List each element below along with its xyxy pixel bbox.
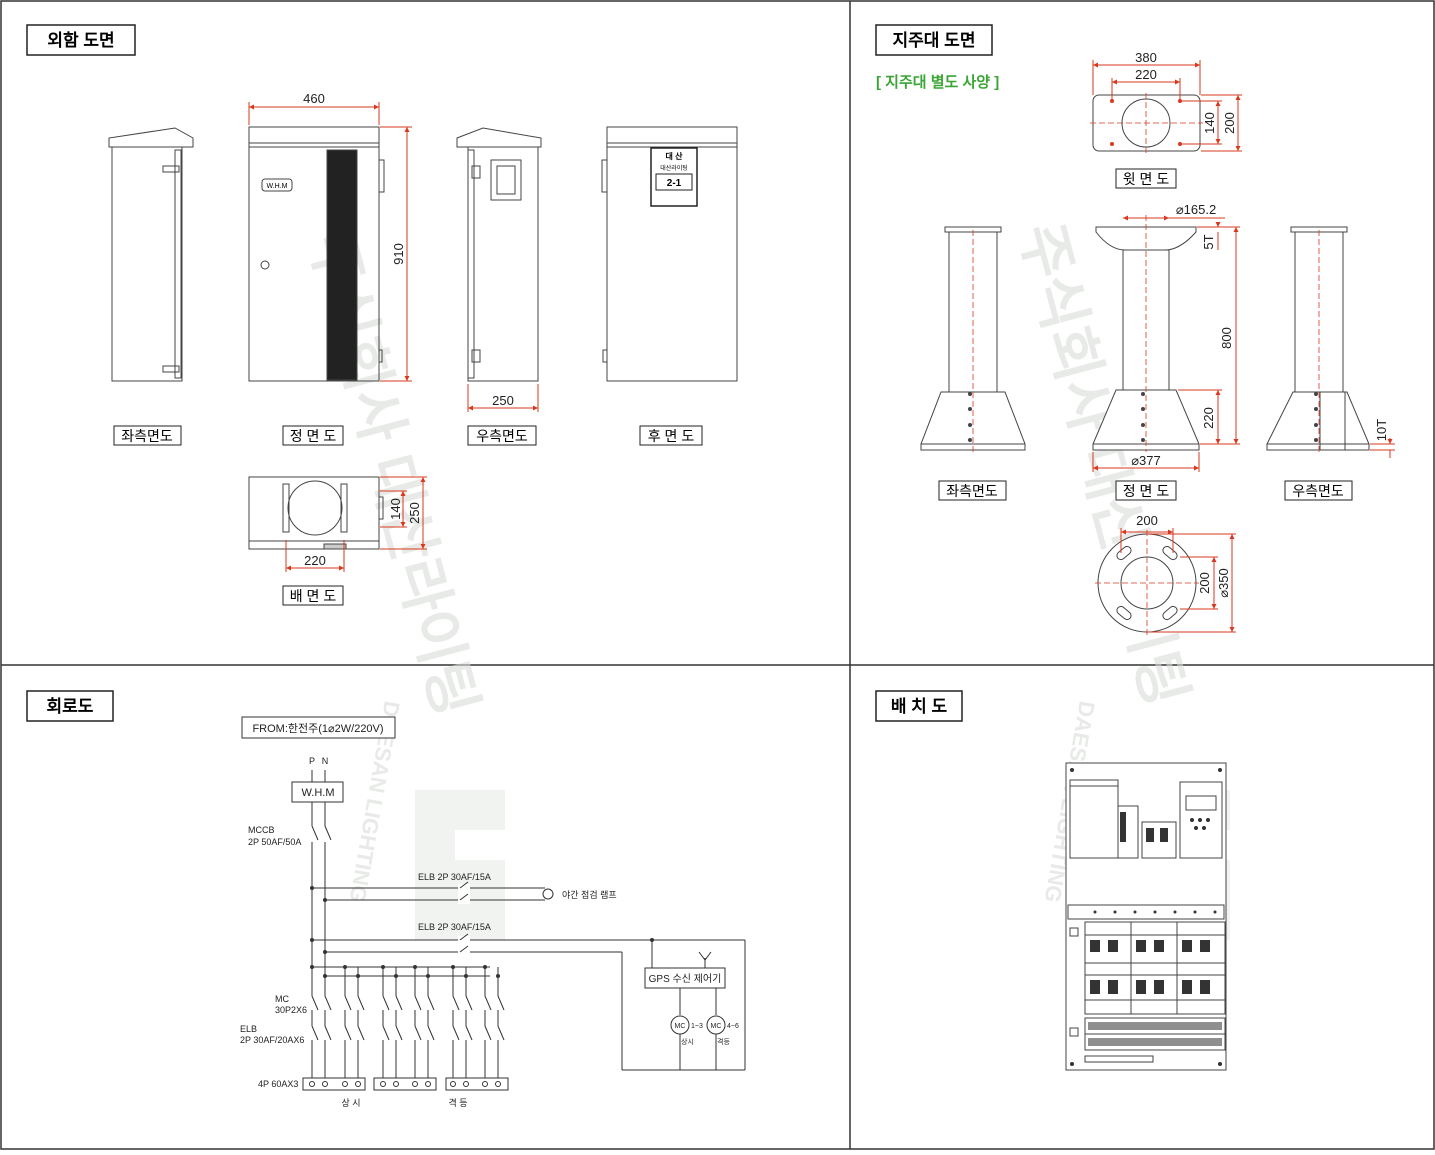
exterior-left-view — [108, 127, 194, 382]
dim-dia-top: ⌀165.2 — [1176, 202, 1216, 217]
label-pole-left: 좌측면도 — [946, 483, 998, 499]
dim-plate-t: 5T — [1201, 234, 1216, 249]
circuit-mccb-1: MCCB — [248, 825, 275, 835]
pole-dim-text: 380 220 140 200 ⌀165.2 5T 800 220 ⌀377 1… — [1131, 50, 1389, 598]
circuit-whm: W.H.M — [302, 787, 335, 799]
pole-note: [ 지주대 별도 사양 ] — [876, 73, 999, 91]
dim-top-h2: 200 — [1222, 112, 1237, 134]
label-right-view: 우측면도 — [476, 428, 528, 444]
panel-titles: 외함 도면 지주대 도면 회로도 배 치 도 — [26, 24, 993, 722]
circuit-elb2: ELB 2P 30AF/15A — [418, 922, 491, 932]
dim-top-w1: 380 — [1135, 50, 1157, 65]
watermark-text-right: 주식회사 대산라이팅 — [1007, 217, 1198, 713]
circuit-mc1: MC — [675, 1023, 686, 1030]
circuit-breaker-gaps — [310, 996, 500, 1040]
circuit-mc-1: MC — [275, 994, 289, 1004]
circuit-lines — [241, 716, 746, 1091]
exterior-view-labels: 좌측면도 정 면 도 우측면도 후 면 도 배 면 도 — [113, 425, 703, 606]
pole-dims — [1092, 60, 1395, 633]
whm-label: W.H.M — [267, 183, 288, 190]
exterior-drawings — [108, 126, 738, 550]
pole-right-view — [1266, 226, 1370, 451]
label-rear-view: 후 면 도 — [648, 428, 695, 444]
pole-centerlines — [972, 93, 1320, 636]
watermark-text-left: 주식회사 대산라이팅 — [297, 227, 488, 723]
circuit-switches — [308, 825, 470, 956]
circuit-gps: GPS 수신 제어기 — [649, 973, 722, 985]
label-pole-front: 정 면 도 — [1123, 483, 1170, 499]
circuit-elb-2: 2P 30AF/20AX6 — [240, 1035, 304, 1045]
circuit-elb-1: ELB — [240, 1024, 257, 1034]
dim-base-h: 220 — [1201, 407, 1216, 429]
title-layout: 배 치 도 — [891, 697, 948, 716]
dim-base-t: 10T — [1374, 419, 1389, 441]
title-exterior: 외함 도면 — [47, 30, 114, 50]
exterior-dims — [248, 102, 539, 572]
plate-line1: 대 산 — [666, 151, 684, 161]
exterior-front-view — [248, 126, 385, 382]
circuit-elb1: ELB 2P 30AF/15A — [418, 872, 491, 882]
dim-height: 910 — [391, 243, 406, 265]
label-pole-top: 윗 면 도 — [1123, 171, 1170, 187]
circuit-mc2-sub: 격등 — [717, 1038, 730, 1046]
circuit-n: N — [322, 756, 329, 766]
circuit-mc2-range: 4~6 — [727, 1023, 739, 1030]
title-pole: 지주대 도면 — [893, 31, 976, 50]
layout-blocks — [1070, 768, 1222, 1066]
dim-bottom-h1: 140 — [388, 498, 403, 520]
dim-flange-w: 200 — [1136, 513, 1158, 528]
dim-flange-dia: ⌀350 — [1216, 568, 1231, 598]
dim-flange-h: 200 — [1197, 572, 1212, 594]
dim-width: 460 — [303, 91, 325, 106]
circuit-mc1-sub: 상시 — [681, 1037, 694, 1046]
circuit-dots — [310, 886, 654, 978]
circuit-from: FROM:한전주(1⌀2W/220V) — [252, 722, 383, 735]
label-front-view: 정 면 도 — [290, 428, 337, 444]
dim-bottom-h2: 250 — [407, 502, 422, 524]
pole-drawings — [920, 94, 1370, 633]
circuit-labels: FROM:한전주(1⌀2W/220V) P N W.H.M MCCB 2P 50… — [240, 722, 739, 1108]
circuit-mccb-2: 2P 50AF/50A — [248, 837, 301, 847]
plate-line3: 2-1 — [667, 178, 682, 189]
pole-bolts — [968, 392, 1318, 442]
circuit-breaker-blades — [311, 995, 505, 1041]
label-left-view: 좌측면도 — [121, 428, 173, 444]
dim-bottom-w: 220 — [304, 553, 326, 568]
watermark-logo-left — [415, 790, 505, 940]
exterior-bottom-view — [248, 476, 384, 550]
dim-base-dia: ⌀377 — [1131, 453, 1161, 468]
circuit-mc1-range: 1~3 — [691, 1023, 703, 1030]
circuit-p: P — [309, 756, 315, 766]
circuit-sangsi: 상 시 — [341, 1098, 360, 1108]
pole-view-labels: 윗 면 도 좌측면도 정 면 도 우측면도 — [938, 168, 1353, 501]
title-circuit: 회로도 — [47, 697, 94, 716]
dim-top-w2: 220 — [1135, 67, 1157, 82]
terminal-dots — [309, 1081, 501, 1087]
circuit-mc-2: 30P2X6 — [275, 1005, 307, 1015]
dim-top-h1: 140 — [1202, 112, 1217, 134]
exterior-right-view — [456, 127, 542, 382]
dim-height: 800 — [1219, 327, 1234, 349]
circuit-gyeokdeung: 격 등 — [448, 1097, 467, 1108]
dim-depth: 250 — [492, 393, 514, 408]
circuit-terminal: 4P 60AX3 — [258, 1079, 298, 1089]
exterior-labels: W.H.M 대 산 대산라이팅 2-1 — [267, 151, 688, 190]
layout-drawing — [1065, 762, 1227, 1071]
exterior-dim-text: 460 910 250 220 140 250 — [303, 91, 514, 568]
exterior-rear-view — [601, 126, 738, 382]
label-pole-right: 우측면도 — [1292, 483, 1344, 499]
plate-line2: 대산라이팅 — [660, 164, 688, 172]
circuit-mc2: MC — [711, 1023, 722, 1030]
label-bottom-view: 배 면 도 — [290, 588, 337, 604]
circuit-lamp: 야간 점검 램프 — [562, 889, 617, 900]
